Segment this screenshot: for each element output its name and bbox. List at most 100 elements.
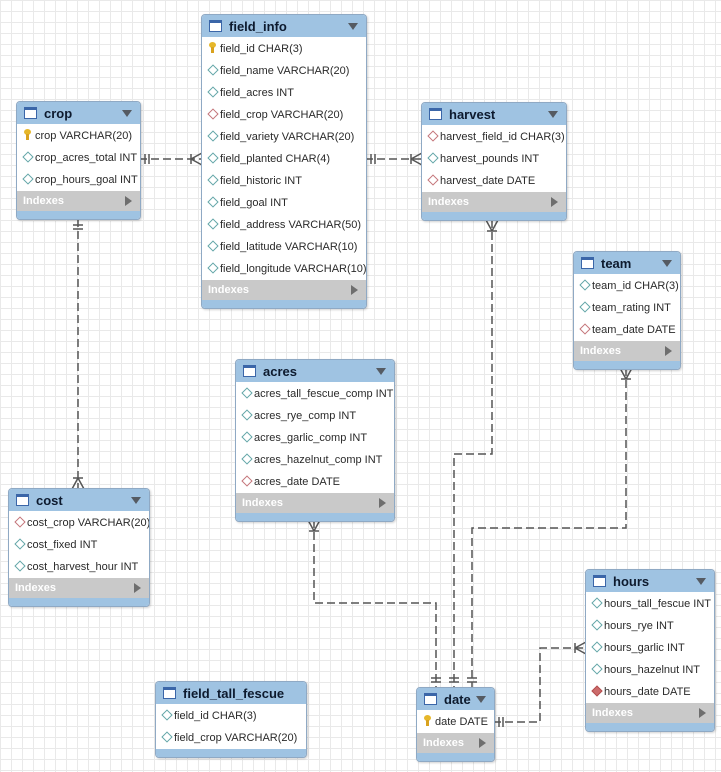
table-header[interactable]: crop	[17, 102, 140, 124]
expand-arrow-icon[interactable]	[351, 285, 358, 295]
table-icon	[209, 20, 222, 32]
column-row[interactable]: acres_tall_fescue_comp INT	[236, 383, 394, 405]
column-label: field_latitude VARCHAR(10)	[220, 241, 358, 253]
table-header[interactable]: hours	[586, 570, 714, 592]
column-row[interactable]: hours_tall_fescue INT	[586, 593, 714, 615]
column-row[interactable]: cost_harvest_hour INT	[9, 556, 149, 578]
column-row[interactable]: date DATE	[417, 711, 494, 733]
column-row[interactable]: hours_date DATE	[586, 681, 714, 703]
table-name: date	[444, 691, 471, 707]
table-name: field_tall_fescue	[183, 685, 285, 701]
column-row[interactable]: field_acres INT	[202, 82, 366, 104]
column-row[interactable]: field_longitude VARCHAR(10)	[202, 258, 366, 280]
table-crop[interactable]: crop crop VARCHAR(20)crop_acres_total IN…	[16, 101, 141, 220]
table-name: crop	[44, 105, 73, 121]
expand-arrow-icon[interactable]	[379, 498, 386, 508]
collapse-arrow-icon[interactable]	[548, 111, 558, 118]
fk-diamond-icon	[13, 516, 26, 529]
column-row[interactable]: harvest_date DATE	[422, 170, 566, 192]
collapse-arrow-icon[interactable]	[376, 368, 386, 375]
column-row[interactable]: field_planted CHAR(4)	[202, 148, 366, 170]
expand-arrow-icon[interactable]	[479, 738, 486, 748]
indexes-section[interactable]: Indexes	[586, 703, 714, 723]
column-row[interactable]: harvest_pounds INT	[422, 148, 566, 170]
column-row[interactable]: acres_rye_comp INT	[236, 405, 394, 427]
expand-arrow-icon[interactable]	[125, 196, 132, 206]
table-header[interactable]: acres	[236, 360, 394, 382]
column-row[interactable]: cost_crop VARCHAR(20)	[9, 512, 149, 534]
diamond-icon-glyph	[206, 64, 219, 76]
column-row[interactable]: acres_garlic_comp INT	[236, 427, 394, 449]
column-label: field_goal INT	[220, 197, 288, 209]
table-header[interactable]: harvest	[422, 103, 566, 125]
collapse-arrow-icon[interactable]	[131, 497, 141, 504]
collapse-arrow-icon[interactable]	[476, 696, 486, 703]
table-header[interactable]: field_info	[202, 15, 366, 37]
table-acres[interactable]: acres acres_tall_fescue_comp INT acres_ry…	[235, 359, 395, 522]
column-row[interactable]: field_latitude VARCHAR(10)	[202, 236, 366, 258]
column-row[interactable]: field_name VARCHAR(20)	[202, 60, 366, 82]
column-row[interactable]: hours_hazelnut INT	[586, 659, 714, 681]
indexes-section[interactable]: Indexes	[236, 493, 394, 513]
table-hours[interactable]: hours hours_tall_fescue INT hours_rye INT…	[585, 569, 715, 732]
column-row[interactable]: field_id CHAR(3)	[202, 38, 366, 60]
column-row[interactable]: field_id CHAR(3)	[156, 705, 306, 727]
indexes-section[interactable]: Indexes	[574, 341, 680, 361]
diamond-icon-glyph	[426, 152, 439, 164]
column-row[interactable]: acres_date DATE	[236, 471, 394, 493]
rel-acres-date-one-marker	[431, 677, 441, 683]
indexes-section[interactable]: Indexes	[9, 578, 149, 598]
expand-arrow-icon[interactable]	[134, 583, 141, 593]
table-footer	[17, 211, 140, 219]
diamond-icon	[206, 262, 219, 275]
diamond-icon	[206, 218, 219, 231]
column-row[interactable]: hours_garlic INT	[586, 637, 714, 659]
expand-arrow-icon[interactable]	[665, 346, 672, 356]
collapse-arrow-icon[interactable]	[696, 578, 706, 585]
table-header[interactable]: date	[417, 688, 494, 710]
column-row[interactable]: cost_fixed INT	[9, 534, 149, 556]
collapse-arrow-icon[interactable]	[662, 260, 672, 267]
table-field-info[interactable]: field_info field_id CHAR(3)field_name VA…	[201, 14, 367, 309]
table-date[interactable]: date date DATE Indexes	[416, 687, 495, 762]
column-row[interactable]: team_id CHAR(3)	[574, 275, 680, 297]
indexes-section[interactable]: Indexes	[202, 280, 366, 300]
column-row[interactable]: crop_hours_goal INT	[17, 169, 140, 191]
expand-arrow-icon[interactable]	[699, 708, 706, 718]
column-row[interactable]: team_rating INT	[574, 297, 680, 319]
fk-diamond-icon	[240, 475, 253, 488]
collapse-arrow-icon[interactable]	[122, 110, 132, 117]
column-row[interactable]: crop VARCHAR(20)	[17, 125, 140, 147]
table-header[interactable]: field_tall_fescue	[156, 682, 306, 704]
diamond-icon-glyph	[206, 196, 219, 208]
table-cost[interactable]: cost cost_crop VARCHAR(20)cost_fixed INT…	[8, 488, 150, 607]
indexes-section[interactable]: Indexes	[422, 192, 566, 212]
indexes-label: Indexes	[23, 195, 64, 207]
column-row[interactable]: acres_hazelnut_comp INT	[236, 449, 394, 471]
indexes-label: Indexes	[423, 737, 464, 749]
column-label: hours_rye INT	[604, 620, 674, 632]
column-row[interactable]: harvest_field_id CHAR(3)	[422, 126, 566, 148]
column-row[interactable]: field_variety VARCHAR(20)	[202, 126, 366, 148]
indexes-section[interactable]: Indexes	[417, 733, 494, 753]
indexes-section[interactable]: Indexes	[17, 191, 140, 211]
collapse-arrow-icon[interactable]	[348, 23, 358, 30]
column-row[interactable]: hours_rye INT	[586, 615, 714, 637]
column-row[interactable]: field_crop VARCHAR(20)	[156, 727, 306, 749]
table-header[interactable]: cost	[9, 489, 149, 511]
column-row[interactable]: team_date DATE	[574, 319, 680, 341]
column-row[interactable]: field_goal INT	[202, 192, 366, 214]
column-row[interactable]: field_crop VARCHAR(20)	[202, 104, 366, 126]
fk-diamond-icon-glyph	[13, 516, 26, 528]
rel-harvest-date-many-marker	[485, 219, 499, 232]
expand-arrow-icon[interactable]	[551, 197, 558, 207]
table-harvest[interactable]: harvest harvest_field_id CHAR(3)harvest_…	[421, 102, 567, 221]
column-label: acres_tall_fescue_comp INT	[254, 388, 394, 400]
column-row[interactable]: field_historic INT	[202, 170, 366, 192]
table-header[interactable]: team	[574, 252, 680, 274]
table-field-tall-fescue[interactable]: field_tall_fescue field_id CHAR(3)field_…	[155, 681, 307, 758]
diamond-icon-glyph	[206, 152, 219, 164]
column-row[interactable]: field_address VARCHAR(50)	[202, 214, 366, 236]
column-row[interactable]: crop_acres_total INT	[17, 147, 140, 169]
